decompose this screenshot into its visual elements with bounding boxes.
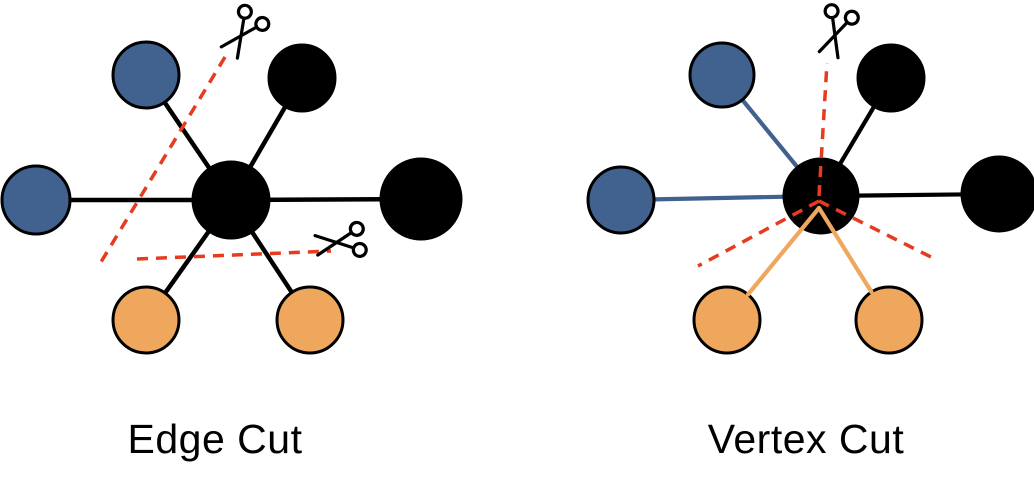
graph-node-orange — [111, 285, 181, 355]
graph-node-black — [856, 43, 926, 113]
graph-node-black — [960, 155, 1034, 233]
graph-node-orange — [692, 285, 762, 355]
edge-cut-panel — [0, 3, 463, 355]
scissors-icon — [219, 3, 271, 60]
graph-node-black — [267, 43, 337, 113]
graph-node-center — [782, 157, 860, 235]
scissors-icon — [817, 3, 860, 60]
graph-edge-orange — [745, 205, 822, 297]
cut-line — [136, 249, 332, 261]
graph-node-blue — [111, 40, 181, 110]
graph-node-blue — [688, 41, 756, 109]
graph-node-blue — [586, 165, 656, 235]
vertex-cut-label: Vertex Cut — [708, 416, 905, 462]
cut-line — [697, 199, 820, 268]
graph-edge-orange — [816, 205, 874, 295]
graph-node-orange — [275, 285, 345, 355]
cut-line — [818, 199, 934, 260]
cut-line — [99, 56, 227, 263]
cut-line — [817, 62, 829, 197]
graph-node-black — [379, 157, 463, 241]
scissors-icon — [313, 220, 368, 259]
vertex-cut-panel — [586, 3, 1034, 355]
edge-cut-label: Edge Cut — [128, 416, 303, 462]
graph-node-orange — [854, 285, 924, 355]
graph-node-center — [191, 160, 271, 240]
graph-node-blue — [0, 164, 72, 236]
